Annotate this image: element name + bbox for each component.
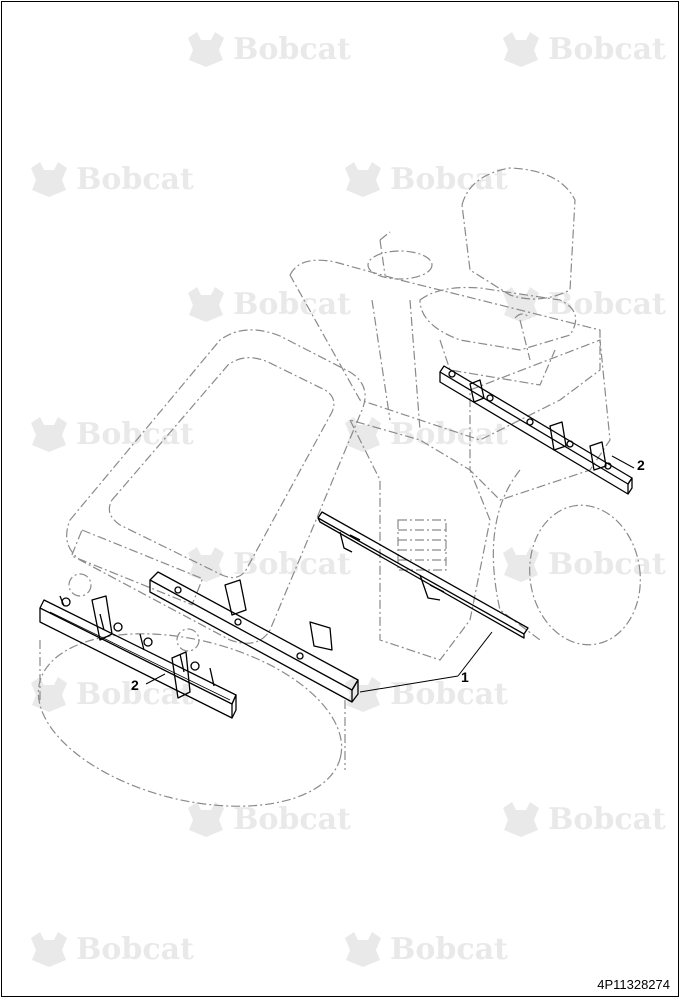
watermark: Bobcat <box>342 930 508 968</box>
rear-drum-side <box>492 469 541 641</box>
watermark-text: Bobcat <box>548 801 666 837</box>
hood <box>66 329 366 644</box>
bobcat-logo-icon <box>345 417 381 452</box>
hood-top-panel <box>108 357 335 579</box>
steering-column <box>379 231 391 276</box>
watermark: Bobcat <box>185 800 351 838</box>
watermark: Bobcat <box>500 285 666 323</box>
watermark: Bobcat <box>28 930 194 968</box>
seat-back <box>461 167 576 300</box>
front-drum-face <box>39 640 346 770</box>
bobcat-logo-icon <box>31 162 67 197</box>
bobcat-logo-icon <box>31 932 67 967</box>
watermark: Bobcat <box>28 415 194 453</box>
callout-1: 1 <box>461 669 469 685</box>
seat-base <box>439 339 556 386</box>
watermark: Bobcat <box>500 30 666 68</box>
engine-grille-slats <box>398 529 446 561</box>
rear-body <box>469 339 611 501</box>
rear-drum <box>529 504 641 646</box>
leader-item-2-left <box>145 673 166 685</box>
watermark-text: Bobcat <box>233 546 351 582</box>
front-drum <box>37 633 343 807</box>
bobcat-logo-icon <box>188 547 224 582</box>
watermark: Bobcat <box>500 800 666 838</box>
center-frame-post <box>371 299 421 431</box>
bobcat-logo-icon <box>188 32 224 67</box>
operator-platform <box>289 259 601 441</box>
watermark: Bobcat <box>185 30 351 68</box>
callout-2-left: 2 <box>131 677 139 693</box>
bobcat-logo-icon <box>345 932 381 967</box>
bobcat-logo-icon <box>503 32 539 67</box>
control-lever <box>514 313 531 361</box>
leader-item-1 <box>359 631 493 693</box>
watermark-text: Bobcat <box>390 416 508 452</box>
watermark-text: Bobcat <box>76 161 194 197</box>
document-id: 4P11328274 <box>597 977 670 992</box>
machine-ghost-outline <box>37 167 641 807</box>
leader-lines <box>145 455 635 693</box>
front-spray-bar <box>39 595 237 719</box>
bobcat-logo-icon <box>188 287 224 322</box>
rear-spray-bar <box>439 365 633 495</box>
watermark: Bobcat <box>185 285 351 323</box>
watermark: Bobcat <box>342 675 508 713</box>
watermark-text: Bobcat <box>76 676 194 712</box>
watermark: Bobcat <box>342 160 508 198</box>
bobcat-logo-icon <box>188 802 224 837</box>
center-frame <box>348 419 491 661</box>
watermark-text: Bobcat <box>76 931 194 967</box>
engine-grille <box>397 519 447 571</box>
front-mount-bar <box>149 571 359 703</box>
watermark-text: Bobcat <box>548 286 666 322</box>
watermark: Bobcat <box>185 545 351 583</box>
watermark-text: Bobcat <box>390 161 508 197</box>
watermark-text: Bobcat <box>233 31 351 67</box>
watermark-text: Bobcat <box>76 416 194 452</box>
watermark-text: Bobcat <box>390 931 508 967</box>
front-grill <box>70 529 204 606</box>
bobcat-logo-icon <box>503 802 539 837</box>
headlight-left <box>68 573 92 597</box>
watermark-text: Bobcat <box>390 676 508 712</box>
watermark-text: Bobcat <box>233 286 351 322</box>
steering-wheel <box>367 250 433 280</box>
spray-bar-parts <box>39 365 633 719</box>
bobcat-logo-icon <box>31 417 67 452</box>
seat-cushion <box>419 286 577 351</box>
watermark-text: Bobcat <box>548 546 666 582</box>
watermark: Bobcat <box>342 415 508 453</box>
leader-item-2-right <box>611 455 635 469</box>
headlight-right <box>176 628 200 652</box>
mid-spray-bar <box>317 511 529 639</box>
watermark-text: Bobcat <box>233 801 351 837</box>
callout-2-right: 2 <box>637 457 645 473</box>
bobcat-logo-icon <box>345 162 381 197</box>
watermark: Bobcat <box>28 160 194 198</box>
watermark-text: Bobcat <box>548 31 666 67</box>
